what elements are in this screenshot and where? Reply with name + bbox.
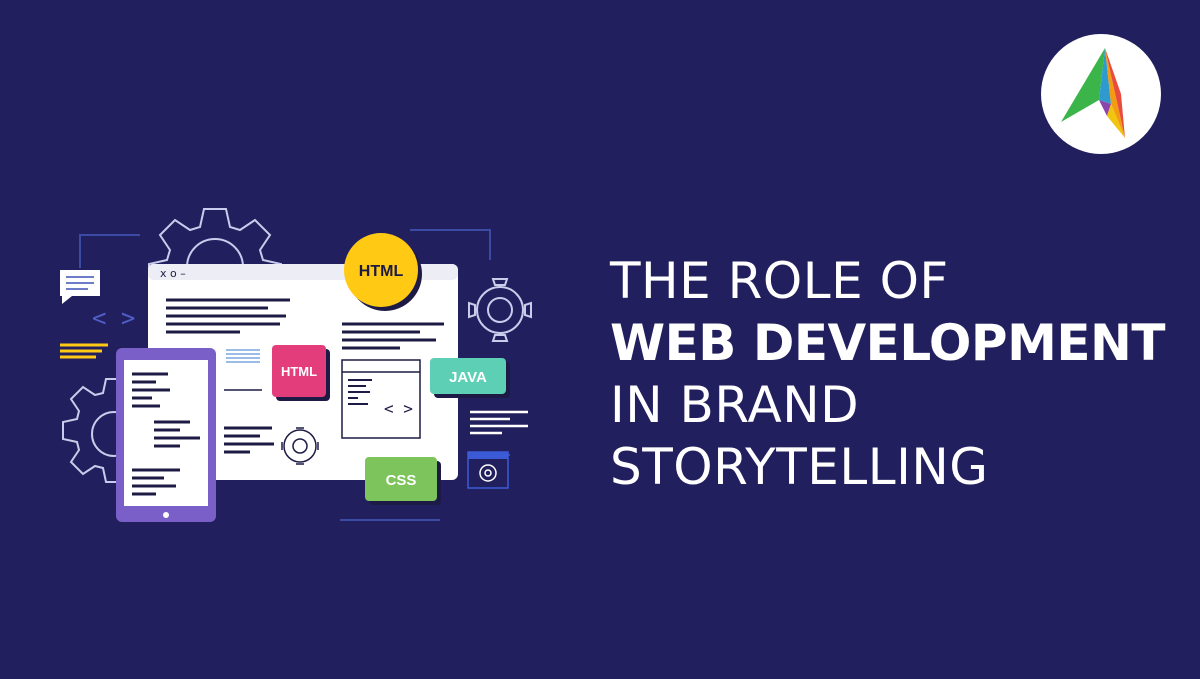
headline: THE ROLE OF WEB DEVELOPMENT IN BRAND STO… <box>610 250 1190 498</box>
gear-icon <box>281 427 319 465</box>
headline-line-1: THE ROLE OF <box>610 252 949 310</box>
chat-bubble-icon <box>60 270 100 304</box>
headline-line-4: STORYTELLING <box>610 438 989 496</box>
settings-window-icon <box>467 451 509 489</box>
svg-text:HTML: HTML <box>359 263 404 280</box>
svg-text:JAVA: JAVA <box>449 369 487 386</box>
gear-icon <box>468 278 532 342</box>
headline-line-3: IN BRAND <box>610 376 860 434</box>
brand-logo <box>1041 34 1161 154</box>
code-brackets: < > <box>384 399 413 418</box>
web-development-illustration: < > x o – <box>60 208 532 522</box>
code-window-icon: < > <box>341 359 421 439</box>
html-pink-badge: HTML <box>272 345 330 401</box>
side-code-brackets: < > <box>92 304 135 332</box>
java-badge: JAVA <box>430 358 510 398</box>
headline-line-2: WEB DEVELOPMENT <box>610 314 1165 372</box>
arrow-logo-icon <box>1061 48 1125 138</box>
tablet-icon <box>116 348 216 522</box>
window-controls: x o – <box>160 267 186 280</box>
gear-icon <box>479 464 497 482</box>
css-badge: CSS <box>365 457 441 505</box>
svg-text:CSS: CSS <box>386 472 417 489</box>
html-circle-badge: HTML <box>344 233 422 311</box>
svg-text:HTML: HTML <box>281 364 317 379</box>
